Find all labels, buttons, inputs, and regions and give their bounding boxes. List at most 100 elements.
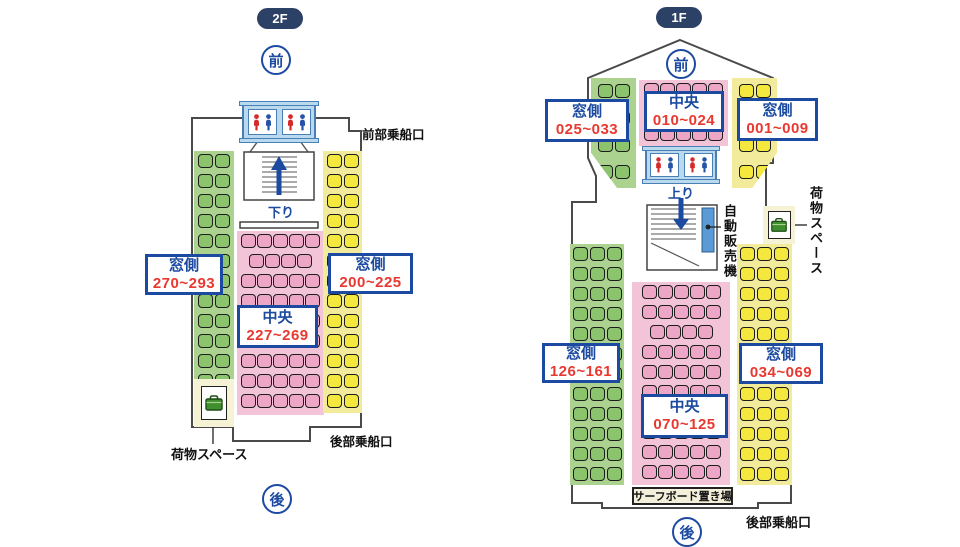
seat	[657, 345, 673, 359]
seat	[606, 327, 622, 341]
seat-row	[237, 374, 324, 388]
seat	[673, 345, 689, 359]
seat	[257, 234, 272, 248]
seat-row	[632, 365, 730, 379]
seat-row	[194, 154, 234, 168]
seat	[614, 84, 630, 98]
seat-row	[194, 174, 234, 188]
seat-row	[570, 467, 624, 481]
seat	[215, 314, 230, 328]
front-gate-label-2f: 前部乗船口	[362, 128, 425, 142]
seat	[198, 174, 213, 188]
seat	[343, 174, 359, 188]
seat	[757, 307, 772, 321]
seat	[641, 345, 657, 359]
male-icon	[299, 113, 305, 130]
seat	[774, 327, 789, 341]
seat	[326, 154, 342, 168]
seat	[343, 394, 359, 408]
seat	[289, 374, 304, 388]
seat	[273, 394, 288, 408]
seat	[774, 267, 789, 281]
seat	[257, 394, 272, 408]
seat	[343, 294, 359, 308]
restroom-panel	[649, 153, 679, 177]
section-name: 窓側	[565, 345, 596, 362]
seat	[606, 447, 622, 461]
seat-row	[194, 194, 234, 208]
seat-row	[737, 307, 792, 321]
seat	[740, 427, 755, 441]
male-icon	[667, 157, 673, 173]
seat-row	[323, 314, 362, 328]
luggage-icon	[205, 395, 223, 411]
seat	[649, 325, 665, 339]
rear-gate-label-1f: 後部乗船口	[746, 515, 812, 530]
luggage-box	[201, 386, 227, 420]
seat	[215, 354, 230, 368]
section-label-center-2f: 中央 227~269	[237, 305, 318, 348]
seat	[740, 387, 755, 401]
seat	[215, 214, 230, 228]
seat	[343, 214, 359, 228]
seat	[572, 307, 588, 321]
seat	[572, 387, 588, 401]
stair-direction-1f: 上り	[667, 186, 694, 201]
seat-row	[237, 274, 324, 288]
seat	[589, 267, 605, 281]
seat	[665, 325, 681, 339]
seat	[326, 194, 342, 208]
deck-badge-1f: 1F	[656, 7, 702, 28]
seat	[757, 467, 772, 481]
seat-row	[323, 354, 362, 368]
seat	[343, 334, 359, 348]
section-label-front-window-right-1f: 窓側 001~009	[737, 98, 818, 141]
seat	[273, 274, 288, 288]
seat-section-rear-center-1f	[632, 282, 730, 485]
seat	[589, 307, 605, 321]
seat	[689, 465, 705, 479]
seat	[673, 285, 689, 299]
female-icon	[287, 113, 293, 130]
seat-row	[570, 247, 624, 261]
seat	[305, 394, 320, 408]
seat	[289, 354, 304, 368]
seat	[273, 374, 288, 388]
seat	[689, 285, 705, 299]
seat	[755, 84, 771, 98]
seat	[326, 214, 342, 228]
seat-row	[737, 447, 792, 461]
seat-row	[632, 445, 730, 459]
seat	[326, 234, 342, 248]
seat	[673, 445, 689, 459]
seat	[774, 287, 789, 301]
vending-connector-dot	[705, 224, 711, 230]
section-name: 中央	[262, 308, 293, 326]
seat	[198, 194, 213, 208]
seat	[343, 354, 359, 368]
seat	[740, 247, 755, 261]
seat	[757, 267, 772, 281]
seat-range: 227~269	[246, 326, 309, 344]
seat	[215, 334, 230, 348]
seat	[774, 307, 789, 321]
seat	[641, 285, 657, 299]
seat-row	[591, 165, 636, 179]
seat-row	[737, 327, 792, 341]
seat	[681, 325, 697, 339]
section-label-window-left-2f: 窓側 270~293	[145, 254, 223, 295]
seat	[343, 194, 359, 208]
section-name: 窓側	[571, 102, 602, 120]
seat-range: 001~009	[746, 119, 809, 137]
seat	[198, 234, 213, 248]
luggage-space-1f	[763, 206, 795, 244]
seat	[305, 234, 320, 248]
seat	[657, 305, 673, 319]
seat	[198, 334, 213, 348]
seat-row	[632, 345, 730, 359]
seat	[257, 274, 272, 288]
seat	[289, 274, 304, 288]
seat	[241, 374, 256, 388]
seat	[326, 354, 342, 368]
female-icon	[655, 157, 661, 173]
